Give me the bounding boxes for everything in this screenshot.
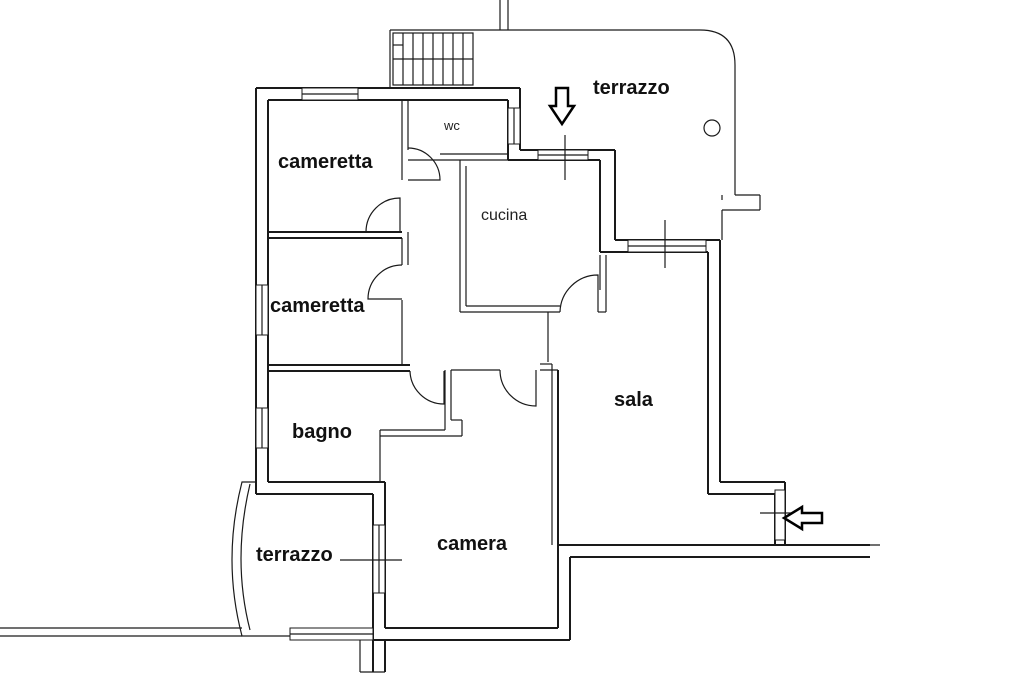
- room-label-cameretta-2: cameretta: [270, 295, 365, 317]
- doors: [365, 147, 599, 407]
- room-label-cameretta-1: cameretta: [278, 151, 373, 173]
- terrace-bottom: [0, 481, 385, 673]
- outer-walls: [255, 87, 870, 672]
- room-label-camera: camera: [437, 533, 508, 555]
- room-label-terrazzo-bottom: terrazzo: [256, 544, 333, 566]
- room-label-sala: sala: [614, 389, 654, 411]
- room-label-terrazzo-top: terrazzo: [593, 77, 670, 99]
- down-arrow-icon: [547, 86, 577, 127]
- room-label-bagno: bagno: [292, 421, 352, 443]
- windows: [255, 87, 800, 594]
- room-label-wc: wc: [443, 118, 460, 133]
- left-arrow-icon: [781, 504, 824, 532]
- interior-walls: [268, 100, 607, 545]
- room-label-cucina: cucina: [481, 207, 527, 224]
- exterior-right: [570, 544, 880, 558]
- terrace-top: [389, 0, 761, 240]
- stairs: [392, 32, 474, 86]
